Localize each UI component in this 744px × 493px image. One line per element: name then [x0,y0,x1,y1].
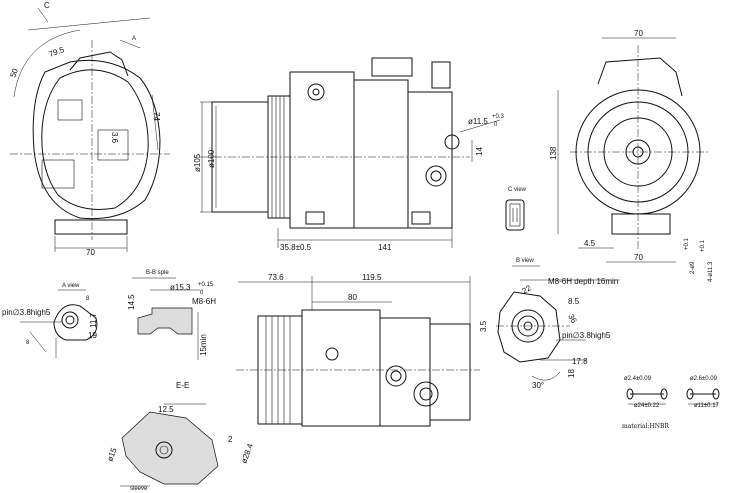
dim-4-5: 4.5 [584,239,596,248]
dim-2-9-tol: +0.1 [684,237,690,250]
dim-18: 18 [567,369,576,378]
marker-c: C [44,1,50,10]
label-sleeve: sleeve [130,486,148,492]
c-view-connector: C view [505,187,527,231]
dim-35-8: 35.8±0.5 [280,243,312,252]
dim-12-5: 12.5 [158,405,174,414]
dim-14-5: 14.5 [127,294,136,310]
label-bb-section: B-B sple [146,270,169,276]
dim-22: 22 [521,283,534,296]
dim-2-9: 2-ø9 [690,261,696,274]
dim-70-left: 70 [86,248,95,257]
label-a-view: A view [62,283,80,289]
dim-11-5-tol-up: +0.3 [492,114,505,120]
dim-119-5: 119.5 [362,273,382,282]
oring2-cs: ø2.6±0.09 [690,376,718,382]
front-view: C A 79.5 50 74 3.6 70 [8,1,170,257]
marker-a: A [132,36,136,42]
dim-79-5: 79.5 [48,45,66,59]
dim-8-5: 8.5 [568,297,580,306]
pin-left: pin∅3.8high5 [2,308,51,317]
label-c-view: C view [508,187,527,193]
side-view: ø105 ø100 ø11.5 +0.3 0 14 35.8±0.5 141 [193,57,505,252]
dim-3-5: 3.5 [479,320,488,332]
dim-14: 14 [475,147,484,156]
dim-17-8: 17.8 [572,357,588,366]
a-view-detail: A view pin∅3.8high5 8 8 11.7 19 [2,283,98,358]
dim-50: 50 [8,67,20,79]
dim-3-6: 3.6 [110,132,119,144]
dim-11-7: 11.7 [89,312,98,328]
dim-28-4: ø28.4 [239,442,255,465]
dim-4-11-3-tol: +0.1 [700,239,706,252]
dim-36: 36 [566,313,579,326]
dim-15-3-tol: +0.15 [198,282,214,288]
oring2-id: ø11±0.17 [694,403,720,409]
dim-138: 138 [549,146,558,160]
dim-105: ø105 [193,153,202,172]
oring1-cs: ø2.4±0.09 [624,376,652,382]
label-ee-section: E-E [176,381,189,390]
dim-15-e: ø15 [105,446,118,463]
rear-view: 70 138 4.5 70 2-ø9 +0.1 4-ø11.3 +0.1 [549,29,714,282]
pin-right: pin∅3.8high5 [562,331,611,340]
dim-11-5-tol-dn: 0 [494,122,498,128]
oring-detail: ø2.4±0.09 ø24±0.22 ø2.6±0.09 ø11±0.17 ma… [622,376,720,430]
dim-4-11-3: 4-ø11.3 [708,261,714,282]
dim-19: 19 [88,331,97,340]
material-label: material:HNBR [622,423,669,430]
m8-depth: M8-6H depth 16min [548,277,618,286]
label-b-view: B view [516,258,534,264]
bb-section: B-B sple ø15.3 +0.15 0 M8-6H 14.5 15min [127,270,216,360]
dim-74: 74 [152,112,161,121]
dim-73-6: 73.6 [268,273,284,282]
dim-15min: 15min [199,334,208,356]
dim-11-5: ø11.5 [468,117,488,126]
dim-141: 141 [378,243,392,252]
dim-30: 30° [532,381,544,390]
oring1-id: ø24±0.22 [634,403,660,409]
dim-m8-6h: M8-6H [192,297,216,306]
dim-80: 80 [348,293,357,302]
dim-8-a: 8 [86,296,90,302]
dim-70-top: 70 [634,29,643,38]
dim-8-b: 8 [26,340,30,346]
dim-15-3-tol-dn: 0 [200,290,204,296]
main-bottom-view: 73.6 119.5 80 [236,273,480,427]
ee-section: E-E 12.5 ø15 2 ø28.4 sleeve [105,381,255,492]
dim-100: ø100 [207,149,216,168]
dim-2-e: 2 [228,435,233,444]
dim-70-bottom: 70 [634,253,643,262]
dim-15-3: ø15.3 [170,283,191,292]
b-view-detail: B view M8-6H depth 16min pin∅3.8high5 22… [479,258,620,390]
